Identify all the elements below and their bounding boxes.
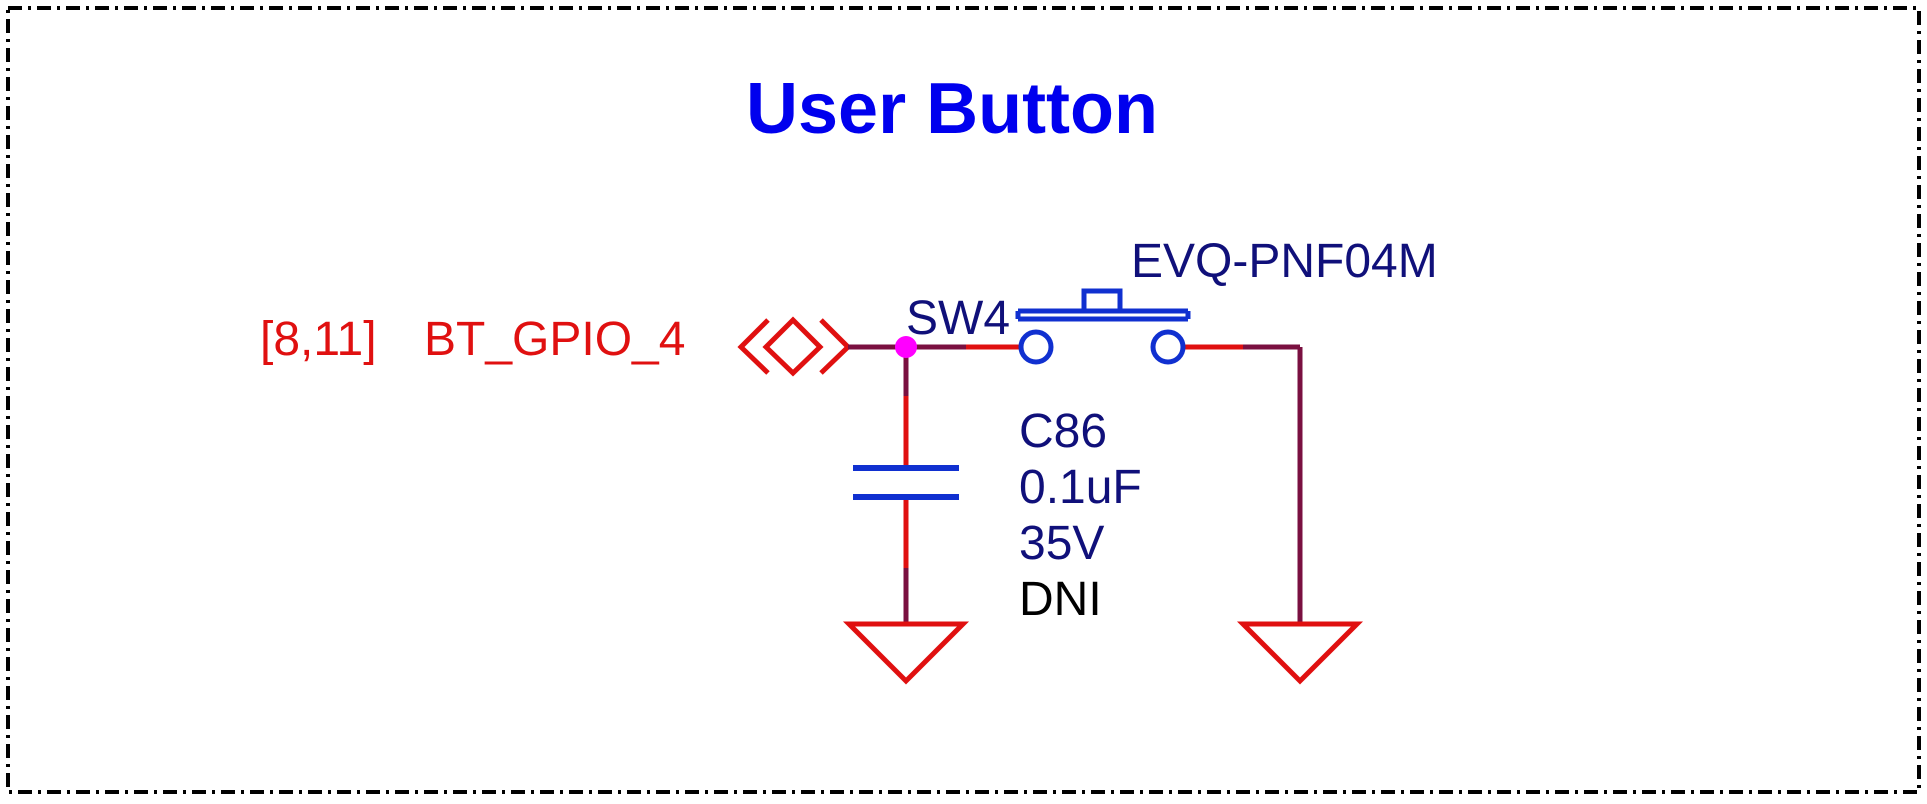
sw4-plunger xyxy=(1081,288,1123,311)
sw4-part-number: EVQ-PNF04M xyxy=(1131,235,1438,288)
page-title: User Button xyxy=(746,69,1158,149)
c86-symbol xyxy=(853,465,959,500)
pin-stubs xyxy=(903,344,1243,568)
c86-designator: C86 xyxy=(1019,405,1107,458)
c86-voltage: 35V xyxy=(1019,517,1104,570)
net-name: BT_GPIO_4 xyxy=(424,313,685,366)
sw4-contact-left xyxy=(1018,329,1054,365)
sw4-symbol xyxy=(1015,288,1191,365)
ground-icon xyxy=(1236,621,1364,685)
c86-value: 0.1uF xyxy=(1019,461,1142,514)
junction-dot-icon xyxy=(895,336,917,358)
bidirectional-port-icon xyxy=(737,316,852,377)
c86-population: DNI xyxy=(1019,573,1102,626)
ground-icon xyxy=(842,621,970,685)
sw4-contact-right xyxy=(1150,329,1186,365)
net-sheet-refs: [8,11] xyxy=(260,313,377,366)
sheet-frame xyxy=(6,6,1921,794)
sw4-designator: SW4 xyxy=(906,292,1010,345)
